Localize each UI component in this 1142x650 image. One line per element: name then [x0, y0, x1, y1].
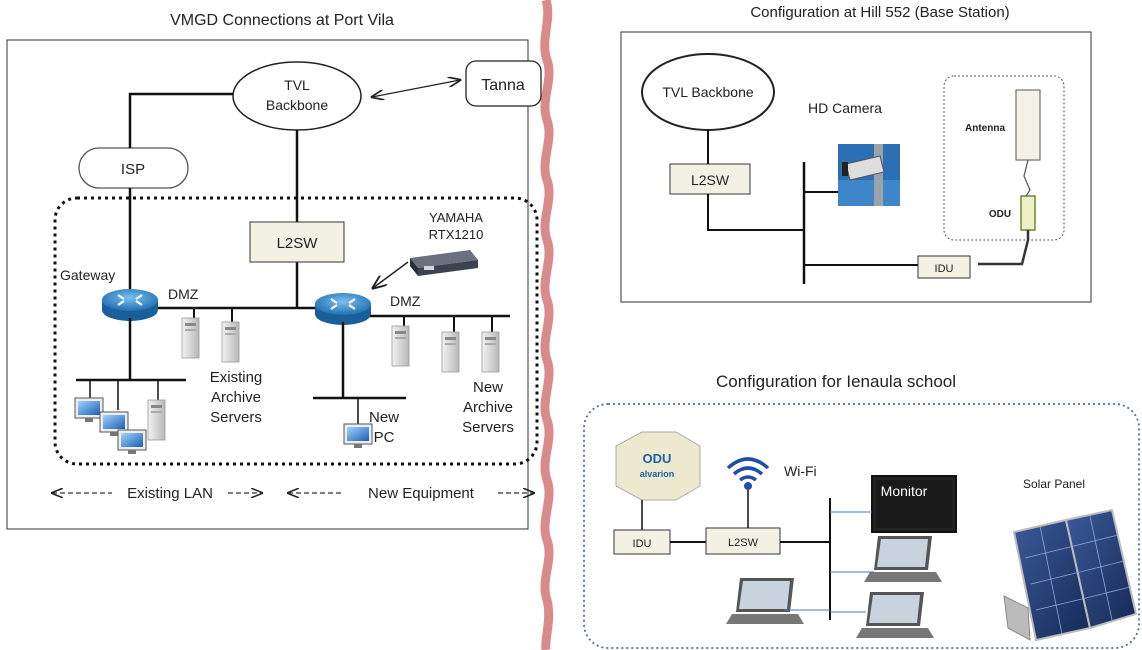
hill-frame — [620, 31, 1092, 303]
tanna-link-arrow — [372, 80, 460, 97]
gateway-label: Gateway — [60, 267, 115, 283]
hd-camera-label: HD Camera — [808, 100, 882, 116]
l2sw-label: L2SW — [277, 235, 319, 252]
hill-tvl-backbone-label: TVL Backbone — [662, 84, 754, 100]
hd-camera-image — [838, 144, 900, 206]
tvl-backbone-label-1: TVL — [284, 77, 310, 93]
server-icon — [147, 399, 166, 441]
existing-servers-label-1: Existing — [210, 369, 263, 386]
yamaha-label-2: RTX1210 — [429, 227, 484, 242]
pc-icon — [74, 397, 104, 423]
new-pc-label-2: PC — [374, 429, 395, 446]
odu-brand-logo: alvarion — [640, 469, 675, 479]
new-server-icon — [391, 325, 410, 367]
hill-l2sw-box — [669, 163, 751, 195]
existing-servers-label-2: Archive — [211, 389, 261, 406]
hill-title: Configuration at Hill 552 (Base Station) — [750, 4, 1009, 21]
new-servers-label-3: Servers — [462, 419, 514, 436]
laptop-icon — [726, 578, 804, 624]
school-idu-label: IDU — [633, 538, 652, 550]
new-servers-label-1: New — [473, 379, 503, 396]
antenna-label: Antenna — [965, 123, 1005, 134]
hill-l2sw-label: L2SW — [691, 172, 730, 188]
hill-odu-icon — [1020, 195, 1036, 231]
existing-server-icon — [221, 321, 240, 363]
laptop-icon — [864, 536, 942, 582]
tvl-backbone-node — [232, 61, 362, 131]
antenna-enclosure — [943, 75, 1065, 241]
odu-device-image — [615, 431, 701, 501]
new-equipment-legend: New Equipment — [368, 485, 475, 502]
tanna-node — [465, 60, 542, 107]
yamaha-router-device — [410, 250, 478, 276]
hill-odu-label: ODU — [989, 209, 1011, 220]
antenna-icon — [1015, 89, 1041, 161]
backbone-isp-link — [128, 92, 233, 148]
new-pc-label-1: New — [369, 409, 399, 426]
school-idu-box — [613, 529, 671, 555]
existing-servers-label-3: Servers — [210, 409, 262, 426]
pc-icon — [117, 429, 147, 455]
new-servers-label-2: Archive — [463, 399, 513, 416]
hill-idu-box — [917, 255, 971, 279]
port-vila-frame — [6, 39, 529, 530]
tvl-backbone-label-2: Backbone — [266, 97, 328, 113]
new-server-icon — [481, 331, 500, 373]
hill-idu-label: IDU — [935, 263, 954, 275]
school-frame — [583, 403, 1140, 649]
section-divider — [540, 0, 554, 650]
lan-region — [53, 196, 539, 466]
wifi-label: Wi-Fi — [784, 463, 817, 479]
school-l2sw-label: L2SW — [728, 537, 759, 549]
new-server-icon — [441, 331, 460, 373]
yamaha-label-1: YAMAHA — [429, 210, 483, 225]
solar-panel-label: Solar Panel — [1023, 477, 1085, 491]
port-vila-title: VMGD Connections at Port Vila — [170, 12, 394, 29]
l2sw-box — [249, 221, 345, 263]
new-pc-icon — [343, 423, 373, 449]
solar-panel-image — [1003, 508, 1138, 642]
laptop-icon — [856, 592, 934, 638]
yamaha-arrow — [373, 261, 409, 288]
school-title: Configuration for Ienaula school — [716, 372, 956, 391]
existing-server-icon — [181, 317, 200, 359]
isp-node — [78, 147, 189, 189]
tanna-label: Tanna — [481, 77, 525, 94]
new-router-icon — [314, 292, 372, 326]
gateway-router-icon — [101, 288, 159, 322]
dmz-right-label: DMZ — [390, 293, 421, 309]
school-odu-label: ODU — [643, 451, 672, 466]
monitor-label: Monitor — [881, 483, 928, 499]
dmz-left-label: DMZ — [168, 286, 199, 302]
existing-lan-legend: Existing LAN — [127, 485, 213, 502]
isp-label: ISP — [121, 161, 145, 178]
wifi-icon — [726, 457, 770, 482]
